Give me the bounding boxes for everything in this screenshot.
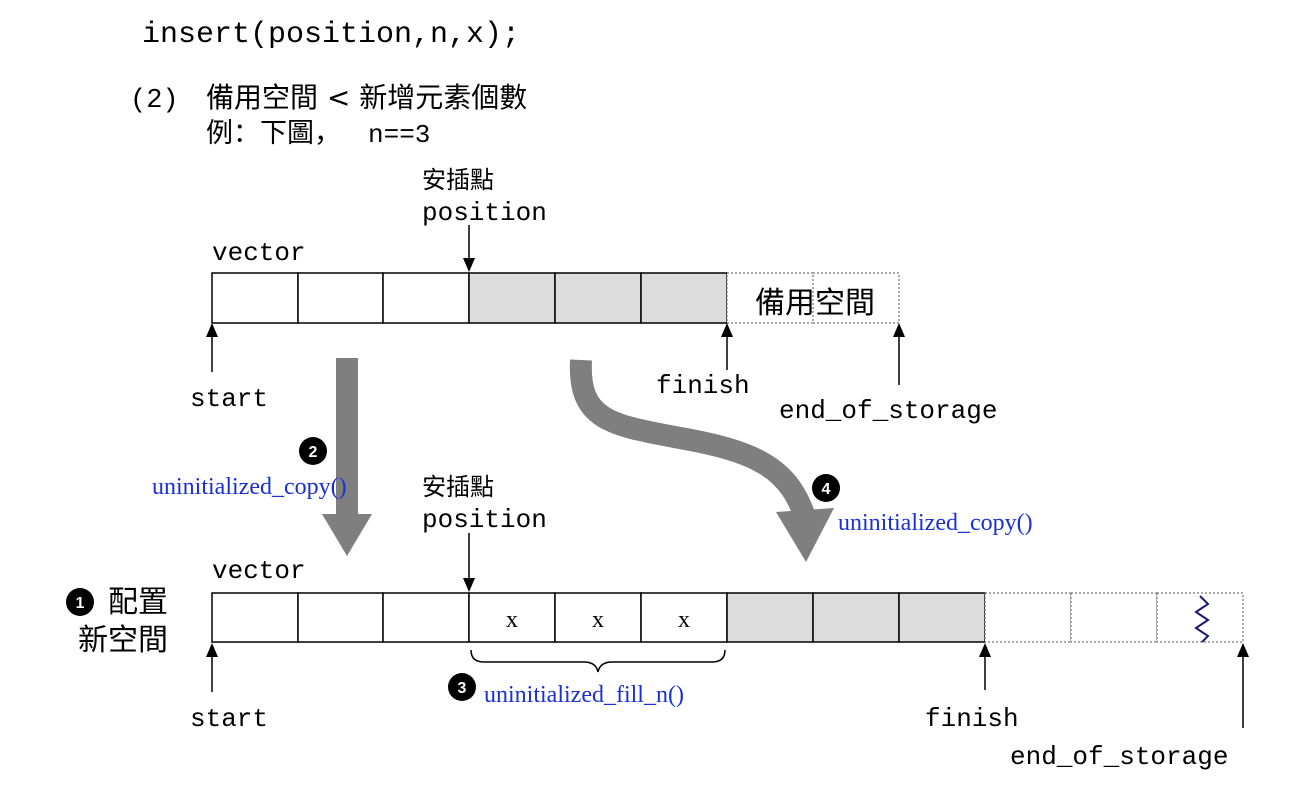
top-finish-label: finish	[656, 371, 750, 401]
step2-function-label: uninitialized_copy()	[152, 474, 347, 500]
top-position-label: position	[422, 198, 547, 228]
top-end-of-storage-label: end_of_storage	[779, 396, 997, 426]
bottom-position-label: position	[422, 505, 547, 535]
top-spare-cell-2	[812, 272, 900, 324]
bottom-end-arrowhead	[1237, 643, 1249, 657]
fill-brace	[470, 649, 726, 673]
bottom-cell-2	[297, 592, 384, 643]
bottom-new-cell-1	[468, 592, 556, 643]
top-cell-6-shaded	[640, 272, 728, 324]
bottom-new-cell-3	[640, 592, 728, 643]
bottom-insert-point-cjk: 安插點	[422, 473, 494, 501]
step2-badge	[299, 437, 327, 465]
bottom-spare-cell-3	[1156, 592, 1244, 643]
step4-number: 4	[822, 481, 831, 498]
copy-arrow-left-head	[322, 514, 372, 556]
top-cell-1	[211, 272, 299, 324]
top-finish-arrowhead	[721, 323, 733, 337]
top-cell-3	[382, 272, 470, 324]
top-insert-point-cjk: 安插點	[422, 166, 494, 194]
bottom-start-label: start	[190, 704, 268, 734]
bottom-cell-1	[211, 592, 299, 643]
top-start-label: start	[190, 384, 268, 414]
step3-number: 3	[458, 680, 467, 697]
top-cell-5-shaded	[554, 272, 642, 324]
bottom-position-arrowhead	[463, 578, 475, 592]
break-zigzag-icon	[1194, 595, 1210, 643]
top-vector-label: vector	[212, 238, 306, 268]
bottom-finish-arrowhead	[979, 643, 991, 657]
bottom-new-cell-2	[554, 592, 642, 643]
bottom-cell-7-shaded	[726, 592, 814, 643]
new-element-x-3: x	[678, 607, 690, 633]
top-cell-2	[297, 272, 384, 324]
bottom-cell-9-shaded	[898, 592, 986, 643]
new-element-x-1: x	[506, 607, 518, 633]
new-element-x-2: x	[592, 607, 604, 633]
bottom-spare-cell-1	[984, 592, 1072, 643]
spare-space-label: 備用空間	[755, 286, 875, 321]
step1-label-line2: 新空間	[78, 623, 168, 658]
bottom-vector-cells	[211, 592, 1244, 643]
example-value: n==3	[368, 120, 430, 150]
code-title: insert(position,n,x);	[142, 18, 520, 52]
top-vector-cells	[211, 272, 900, 324]
bottom-end-of-storage-label: end_of_storage	[1010, 742, 1228, 772]
example-prefix: 例：下圖，	[206, 118, 341, 149]
step3-function-label: uninitialized_fill_n()	[484, 682, 684, 708]
step4-function-label: uninitialized_copy()	[838, 510, 1033, 536]
bottom-cell-3	[382, 592, 470, 643]
copy-arrow-right-shaft	[569, 359, 817, 524]
bottom-spare-cell-2	[1070, 592, 1158, 643]
bottom-cell-8-shaded	[812, 592, 900, 643]
step1-badge	[66, 588, 94, 616]
copy-arrow-right-head	[776, 508, 834, 562]
bottom-finish-label: finish	[925, 704, 1019, 734]
top-spare-cell-1	[726, 272, 814, 324]
top-position-arrowhead	[463, 258, 475, 272]
step1-label-line1: 配置	[108, 585, 168, 620]
top-cell-4-shaded	[468, 272, 556, 324]
bottom-vector-label: vector	[212, 556, 306, 586]
top-end-arrowhead	[893, 323, 905, 337]
copy-arrow-left-shaft	[336, 358, 358, 516]
step2-number: 2	[309, 444, 318, 461]
step1-number: 1	[76, 595, 85, 612]
step4-badge	[812, 474, 840, 502]
top-start-arrowhead	[206, 323, 218, 337]
case-number: (2)	[130, 86, 179, 116]
case-condition: 備用空間 < 新增元素個數	[206, 81, 527, 114]
bottom-start-arrowhead	[206, 643, 218, 657]
step3-badge	[448, 673, 476, 701]
